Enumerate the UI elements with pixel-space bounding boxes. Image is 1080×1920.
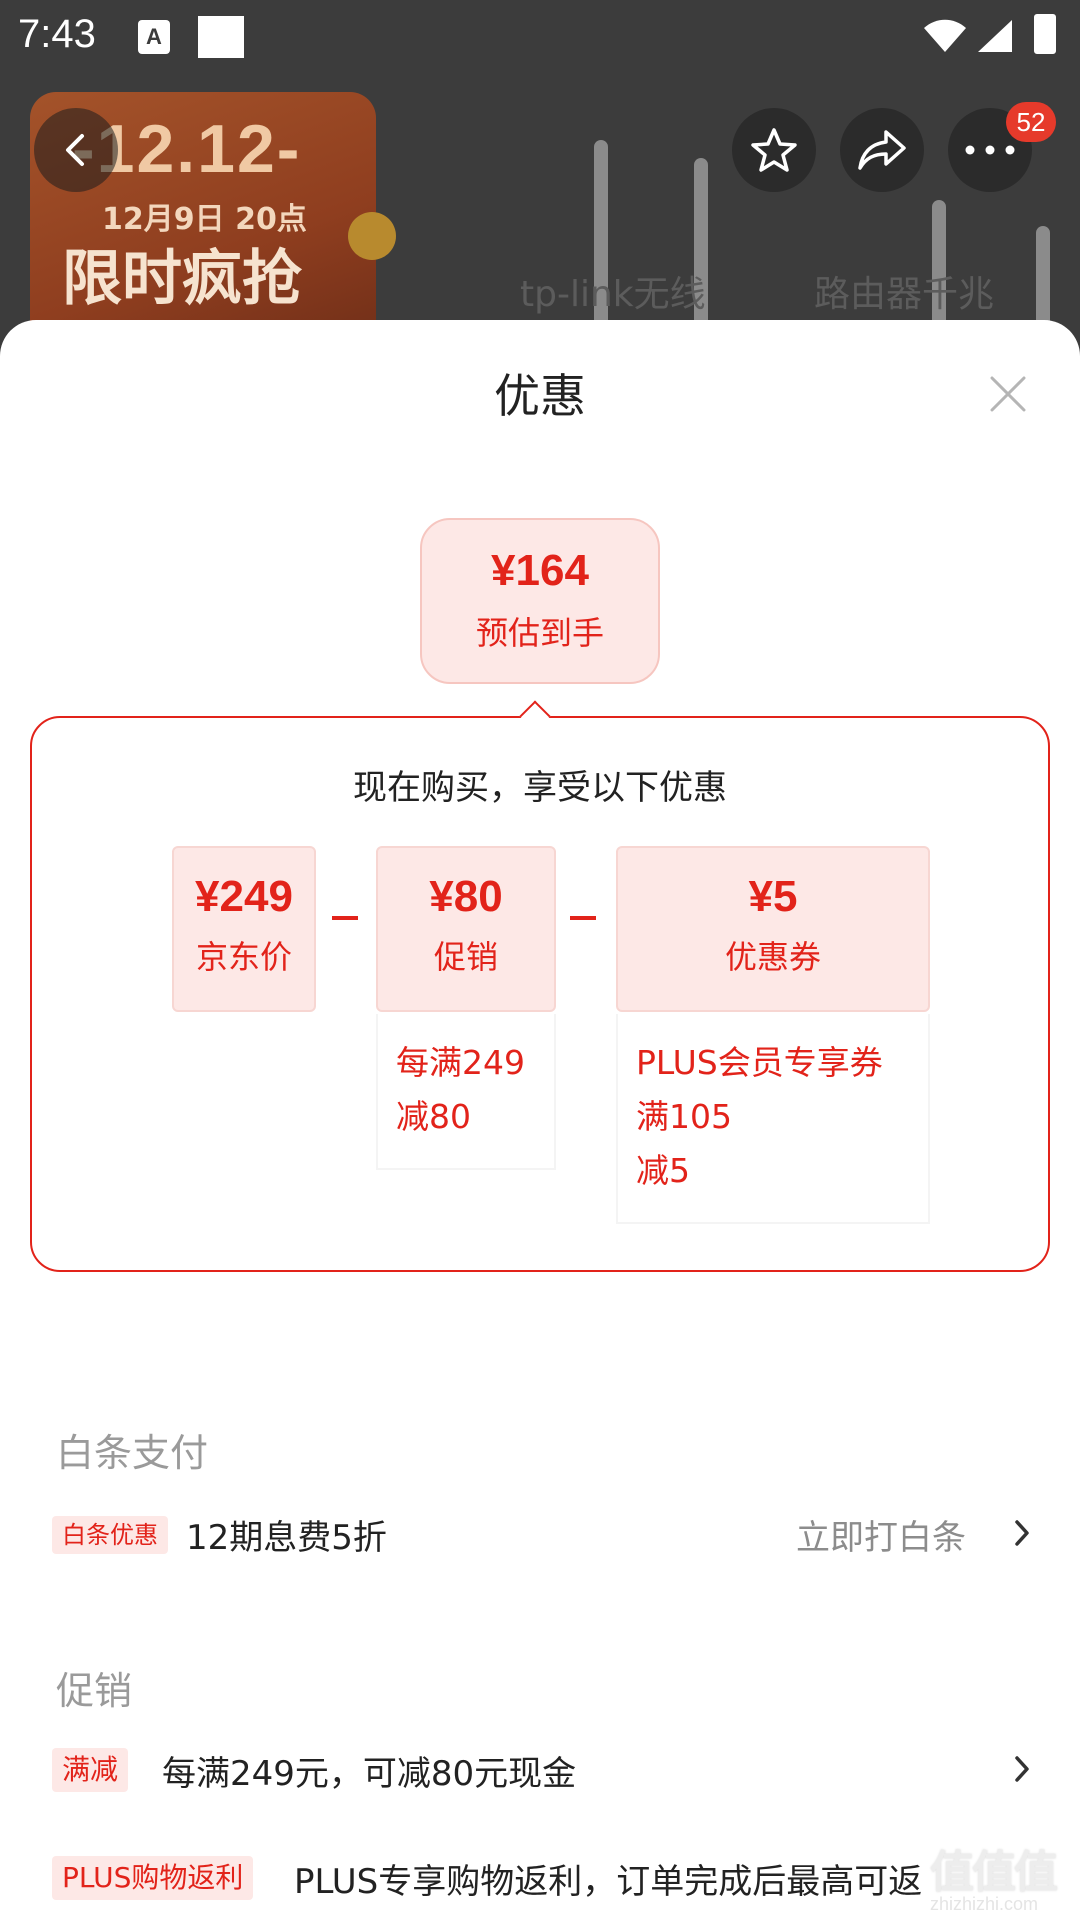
product-title-ghost: 路由器千兆 — [814, 274, 995, 315]
status-time: 7:43 — [18, 12, 96, 56]
deal-breakdown-box: 现在购买，享受以下优惠 ¥249 京东价 ¥80 促销 每满249 减80 ¥5… — [30, 716, 1050, 1272]
cellular-signal-icon — [978, 20, 1012, 52]
baitiao-tag: 白条优惠 — [52, 1516, 168, 1554]
promotion-detail-line: 每满249 — [396, 1043, 525, 1082]
full-reduction-tag: 满减 — [52, 1748, 129, 1792]
coupon-detail-line: PLUS会员专享券 — [636, 1043, 883, 1082]
promotions-section-title: 促销 — [56, 1669, 133, 1713]
share-icon — [858, 130, 906, 170]
star-icon — [751, 128, 797, 172]
jd-price-label: 京东价 — [195, 938, 292, 976]
wifi-icon — [924, 19, 966, 52]
price-card-coupon: ¥5 优惠券 — [616, 846, 930, 1012]
full-reduction-text: 每满249元，可减80元现金 — [162, 1754, 577, 1794]
close-icon[interactable] — [986, 372, 1030, 416]
discount-sheet: 优惠 ¥164 预估到手 现在购买，享受以下优惠 ¥249 京东价 ¥80 促销… — [0, 320, 1080, 1920]
baitiao-text: 12期息费5折 — [186, 1518, 387, 1558]
sheet-title: 优惠 — [494, 369, 586, 423]
chevron-left-icon — [66, 134, 84, 166]
estimated-price-label: 预估到手 — [475, 614, 604, 652]
status-bar: 7:43 A — [0, 0, 1080, 72]
router-antenna — [694, 158, 708, 348]
coupon-detail-line: 减5 — [636, 1151, 690, 1190]
watermark-site: zhizhizhi.com — [930, 1894, 1039, 1914]
watermark-logo: 值值值 — [930, 1847, 1058, 1898]
minus-icon — [570, 916, 596, 920]
favorite-button[interactable] — [732, 108, 816, 192]
cart-count-badge: 52 — [1006, 102, 1056, 142]
promotion-detail: 每满249 减80 — [376, 1014, 556, 1170]
promotion-value: ¥80 — [429, 872, 503, 921]
banner-time: 12月9日 20点 — [102, 202, 307, 237]
coupon-detail: PLUS会员专享券 满105 减5 — [616, 1014, 930, 1224]
site-watermark: 值值值 zhizhizhi.com — [930, 1836, 1078, 1916]
battery-icon — [1034, 14, 1056, 54]
banner-slogan: 限时疯抢 — [62, 244, 302, 314]
promotion-detail-line: 减80 — [396, 1097, 471, 1136]
coupon-detail-line: 满105 — [636, 1097, 732, 1136]
router-antenna — [594, 140, 608, 340]
estimated-price-box: ¥164 预估到手 — [420, 518, 660, 684]
baitiao-row[interactable]: 白条优惠 12期息费5折 立即打白条 — [52, 1506, 1032, 1566]
notification-square-icon — [198, 16, 244, 58]
price-card-promotion: ¥80 促销 — [376, 846, 556, 1012]
deal-heading: 现在购买，享受以下优惠 — [353, 768, 727, 808]
coin-icon — [348, 212, 396, 260]
price-card-jd: ¥249 京东价 — [172, 846, 316, 1012]
chevron-right-icon — [1015, 1520, 1029, 1546]
jd-price-value: ¥249 — [195, 872, 293, 921]
baitiao-action[interactable]: 立即打白条 — [796, 1518, 966, 1558]
minus-icon — [332, 916, 358, 920]
coupon-value: ¥5 — [748, 872, 798, 921]
share-button[interactable] — [840, 108, 924, 192]
chevron-right-icon — [1015, 1756, 1029, 1782]
product-title-ghost: tp-link无线 — [520, 274, 706, 315]
promotion-row-plus-rebate[interactable]: PLUS购物返利 PLUS专享购物返利，订单完成后最高可返 — [52, 1850, 1032, 1910]
estimated-price: ¥164 — [491, 546, 589, 595]
back-button[interactable] — [34, 108, 118, 192]
coupon-label: 优惠券 — [724, 938, 821, 976]
more-icon — [965, 145, 1015, 155]
promotion-label: 促销 — [433, 938, 498, 976]
promotion-row-full-reduction[interactable]: 满减 每满249元，可减80元现金 — [52, 1742, 1032, 1802]
notification-a-icon: A — [138, 20, 170, 54]
baitiao-section-title: 白条支付 — [56, 1431, 209, 1475]
plus-rebate-tag: PLUS购物返利 — [52, 1856, 254, 1900]
plus-rebate-text: PLUS专享购物返利，订单完成后最高可返 — [294, 1862, 923, 1902]
